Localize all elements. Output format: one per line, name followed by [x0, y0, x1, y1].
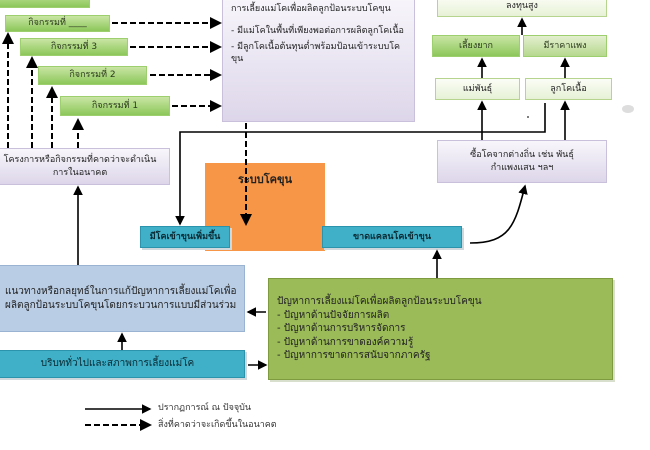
legend-solid-label: ปรากฏการณ์ ณ ปัจจุบัน — [158, 403, 251, 413]
shortage-box: ขาดแคลนโคเข้าขุน — [322, 226, 462, 248]
legend-dashed-label: สิ่งที่คาดว่าจะเกิดขึ้นในอนาคต — [158, 420, 277, 430]
solid-arrow — [175, 103, 546, 226]
more-cattle-box: มีโคเข้าขุนเพิ่มขึ้น — [140, 226, 230, 248]
decorative-dot — [622, 105, 634, 113]
activity-box: กิจกรรมที่ ____ — [5, 15, 110, 32]
goal-item: - มีลูกโคเนื้อต้นทุนต่ำพร้อมป้อนเข้าระบบ… — [231, 42, 401, 65]
goal-item: - มีแม่โคในพื้นที่เพียงพอต่อการผลิตลูกโค… — [231, 26, 404, 37]
problems-title: ปัญหาการเลี้ยงแม่โคเพื่อผลิตลูกป้อนระบบโ… — [277, 296, 482, 308]
goal-title: การเลี้ยงแม่โคเพื่อผลิตลูกป้อนระบบโคขุน — [231, 4, 391, 14]
problem-item: - ปัญหาการขาดการสนับจากภาครัฐ — [277, 350, 431, 362]
expensive-box: มีราคาแพง — [523, 35, 607, 57]
activity-box: กิจกรรมที่ 2 — [38, 66, 147, 85]
problem-item: - ปัญหาด้านการขาดองค์ความรู้ — [277, 336, 414, 348]
calf-box: ลูกโคเนื้อ — [525, 78, 612, 100]
buy-cattle-box: ซื้อโคจากต่างถิ่น เช่น พันธุ์กำแพงแสน ฯล… — [437, 140, 607, 183]
goal-box: การเลี้ยงแม่โคเพื่อผลิตลูกป้อนระบบโคขุน … — [222, 0, 415, 122]
future-projects-box: โครงการหรือกิจกรรมที่คาดว่าจะดำเนินการใน… — [0, 148, 170, 185]
problems-box: ปัญหาการเลี้ยงแม่โคเพื่อผลิตลูกป้อนระบบโ… — [268, 278, 613, 380]
activity-box-partial — [0, 0, 90, 8]
strategy-box: แนวทางหรือกลยุทธ์ในการแก้ปัญหาการเลี้ยงแ… — [0, 265, 245, 332]
problem-item: - ปัญหาด้านการบริหารจัดการ — [277, 323, 406, 335]
high-cost-box: ลงทุนสูง — [437, 0, 607, 17]
problem-item: - ปัญหาด้านปัจจัยการผลิต — [277, 309, 390, 321]
breeder-box: แม่พันธุ์ — [435, 78, 520, 100]
activity-box: กิจกรรมที่ 3 — [20, 38, 128, 56]
context-box: บริบททั่วไปและสภาพการเลี้ยงแม่โค — [0, 350, 245, 378]
activity-box: กิจกรรมที่ 1 — [60, 96, 170, 116]
solid-arrow — [469, 184, 528, 244]
hard-to-raise-box: เลี้ยงยาก — [432, 35, 520, 57]
